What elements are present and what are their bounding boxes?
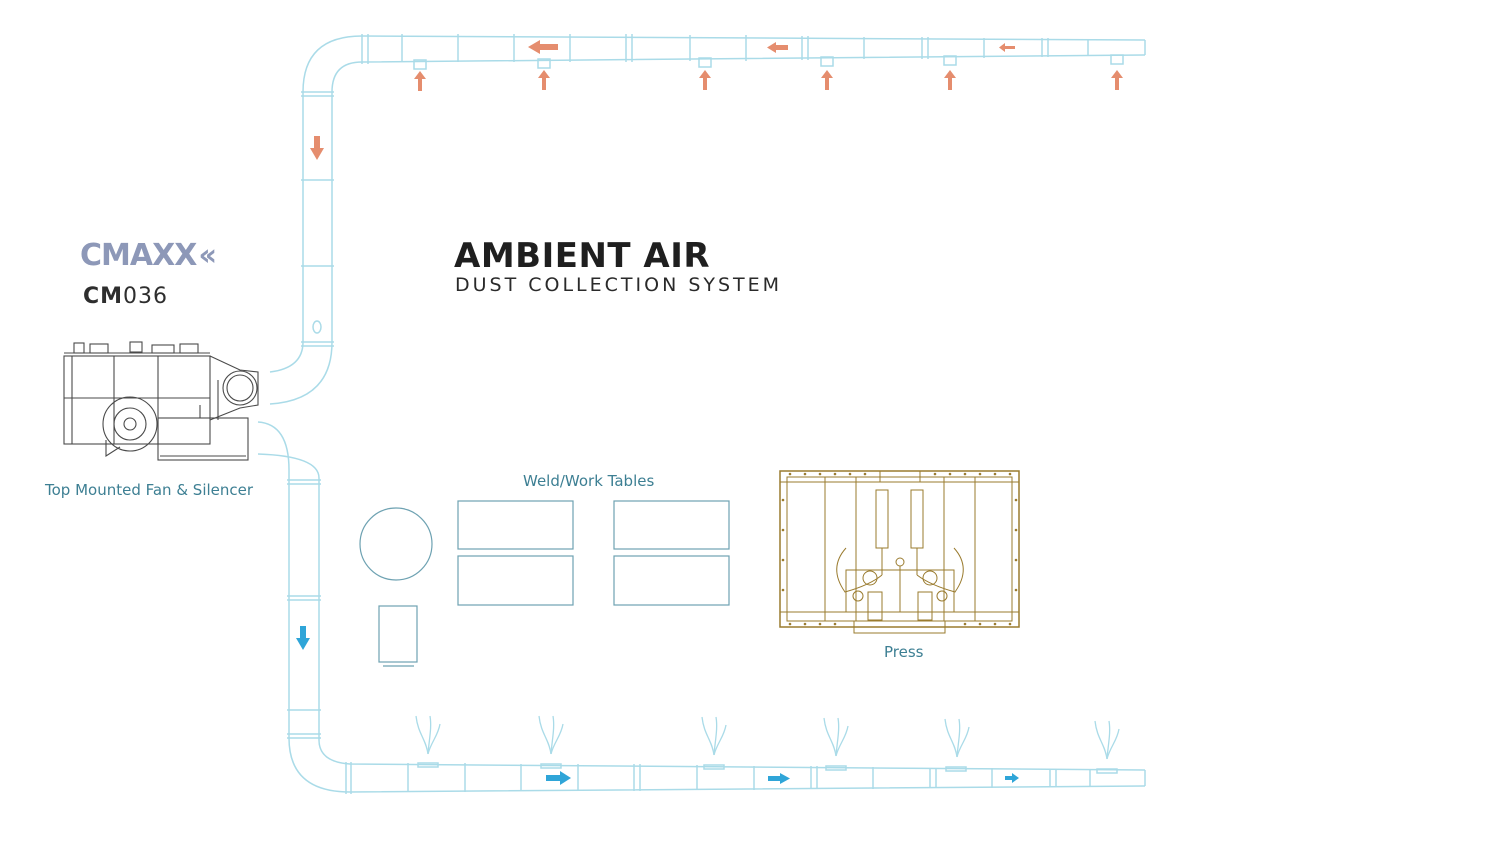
arrow-icon: [414, 71, 426, 91]
arrow-icon: [1111, 70, 1123, 90]
cmaxx-logo: CMAXX‹‹: [80, 238, 217, 273]
model-suffix: 036: [123, 284, 169, 309]
fan-silencer-label: Top Mounted Fan & Silencer: [45, 481, 254, 499]
arrow-icon: [538, 70, 550, 90]
air-diffuser-icon: [415, 715, 441, 755]
model-number: CM036: [83, 284, 168, 309]
press-machine: [779, 470, 1020, 634]
air-diffuser-icon: [701, 716, 727, 756]
model-prefix: CM: [83, 284, 124, 309]
small-cabinet: [378, 605, 418, 663]
logo-chevrons-icon: ‹‹: [198, 238, 217, 273]
round-machine: [359, 507, 433, 581]
air-diffuser-icon: [538, 715, 564, 755]
air-diffuser-icon: [1094, 720, 1120, 760]
logo-text: CMAXX: [80, 238, 197, 273]
return-duct: [269, 34, 1146, 405]
weld-table: [613, 500, 730, 550]
supply-arrows: [296, 626, 1019, 785]
arrow-icon: [528, 40, 558, 54]
supply-plumes: [415, 715, 1120, 760]
shop-equipment: [359, 500, 730, 667]
weld-table: [457, 555, 574, 606]
arrow-icon: [296, 626, 310, 650]
weld-table: [457, 500, 574, 550]
weld-tables-label: Weld/Work Tables: [523, 472, 655, 490]
diagram-title: AMBIENT AIR: [454, 236, 711, 276]
arrow-icon: [767, 42, 788, 53]
air-diffuser-icon: [823, 717, 849, 757]
arrow-icon: [944, 70, 956, 90]
arrow-icon: [821, 70, 833, 90]
arrow-icon: [768, 773, 790, 784]
dust-collector-unit: [63, 341, 259, 461]
arrow-icon: [1005, 773, 1019, 783]
air-diffuser-icon: [944, 718, 970, 758]
weld-table: [613, 555, 730, 606]
arrow-icon: [546, 771, 571, 785]
arrow-icon: [999, 43, 1015, 52]
press-label: Press: [884, 643, 924, 661]
supply-duct: [257, 421, 1146, 794]
arrow-icon: [310, 136, 324, 160]
diagram-subtitle: DUST COLLECTION SYSTEM: [455, 274, 783, 296]
exhaust-arrows: [310, 40, 1123, 160]
arrow-icon: [699, 70, 711, 90]
